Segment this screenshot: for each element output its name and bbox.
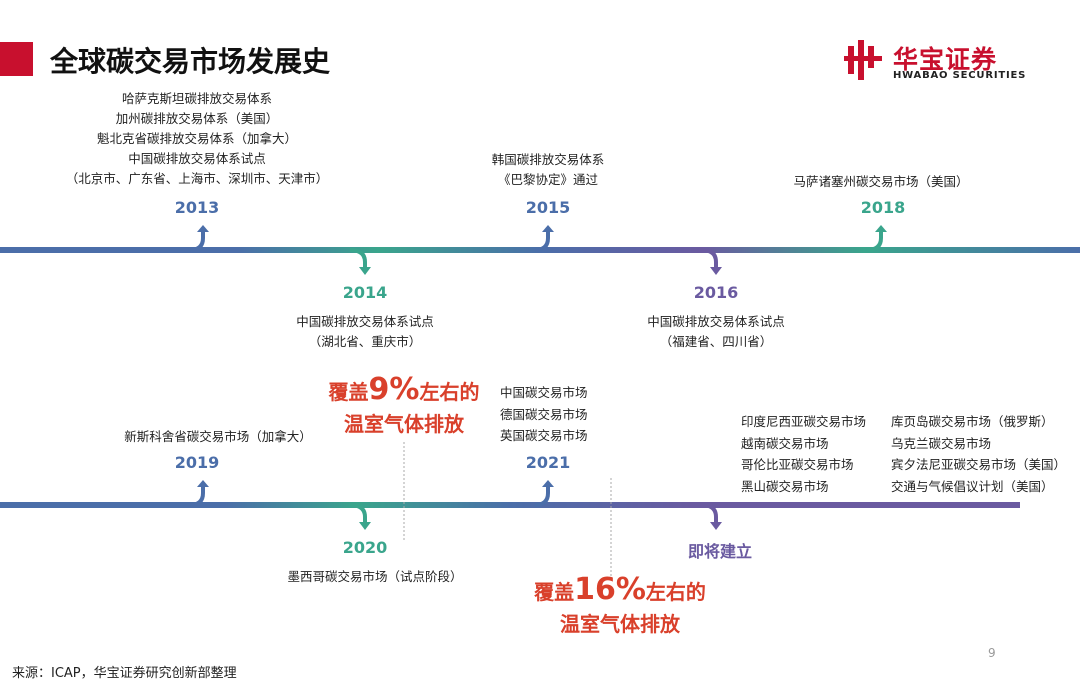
year-2018: 2018	[860, 198, 906, 217]
connector-arrow-2019	[197, 480, 209, 487]
connector-2021	[534, 485, 550, 507]
connector-arrow-2020	[359, 522, 371, 530]
title-accent-bar	[0, 42, 33, 76]
event-2015-text: 韩国碳排放交易体系 《巴黎协定》通过	[491, 152, 605, 187]
year-2021: 2021	[525, 453, 571, 472]
connector-arrow-upcoming	[710, 522, 722, 530]
year-2019: 2019	[174, 453, 220, 472]
year-2016: 2016	[693, 283, 739, 302]
connector-arrow-2015	[542, 225, 554, 232]
list-item: 乌克兰碳交易市场	[891, 435, 992, 451]
connector-2016	[701, 248, 718, 268]
coverage-16-percent: 覆盖16%左右的 温室气体排放	[534, 572, 706, 637]
logo-chinese-name: 华宝证券	[893, 45, 998, 74]
event-2020-text: 墨西哥碳交易市场（试点阶段）	[287, 569, 463, 584]
list-item: 交通与气候倡议计划（美国）	[891, 478, 1054, 494]
connector-2014	[349, 248, 367, 268]
list-item: 黑山碳交易市场	[741, 478, 829, 494]
year-2020: 2020	[342, 538, 388, 557]
event-2013-text: 哈萨克斯坦碳排放交易体系 加州碳排放交易体系（美国） 魁北克省碳排放交易体系（加…	[65, 91, 329, 186]
connector-arrow-2021	[542, 480, 554, 487]
event-2014-text: 中国碳排放交易体系试点 （湖北省、重庆市）	[296, 314, 434, 349]
upcoming-right-list: 库页岛碳交易市场（俄罗斯） 乌克兰碳交易市场 宾夕法尼亚碳交易市场（美国） 交通…	[891, 411, 1066, 497]
connector-arrow-2018	[875, 225, 887, 232]
page-number: 9	[988, 646, 996, 660]
list-item: 库页岛碳交易市场（俄罗斯）	[891, 414, 1054, 429]
coverage-9-percent: 覆盖9%左右的 温室气体排放	[328, 372, 480, 437]
connector-2015	[534, 230, 550, 252]
year-2014: 2014	[342, 283, 388, 302]
connector-2018	[866, 230, 883, 252]
list-item: 越南碳交易市场	[741, 435, 829, 451]
connector-2020	[349, 503, 367, 523]
year-2013: 2013	[174, 198, 220, 217]
connector-upcoming	[701, 503, 718, 523]
logo-english-name: HWABAO SECURITIES	[893, 70, 1027, 81]
event-2021-text: 中国碳交易市场 德国碳交易市场 英国碳交易市场	[500, 385, 588, 443]
page-title: 全球碳交易市场发展史	[50, 45, 331, 78]
list-item: 印度尼西亚碳交易市场	[741, 414, 867, 429]
list-item: 宾夕法尼亚碳交易市场（美国）	[891, 457, 1067, 472]
connector-2013	[189, 230, 205, 252]
connector-arrow-2014	[359, 267, 371, 275]
connector-2019	[189, 485, 205, 507]
event-2018-text: 马萨诸塞州碳交易市场（美国）	[793, 174, 969, 189]
connector-arrow-2016	[710, 267, 722, 275]
year-upcoming: 即将建立	[687, 542, 753, 561]
connector-arrow-2013	[197, 225, 209, 232]
hwabao-logo-icon	[844, 40, 882, 80]
upcoming-left-list: 印度尼西亚碳交易市场 越南碳交易市场 哥伦比亚碳交易市场 黑山碳交易市场	[741, 411, 866, 497]
event-2016-text: 中国碳排放交易体系试点 （福建省、四川省）	[647, 314, 785, 349]
source-note: 来源：ICAP，华宝证券研究创新部整理	[12, 666, 237, 681]
year-2015: 2015	[525, 198, 571, 217]
list-item: 哥伦比亚碳交易市场	[741, 457, 854, 472]
event-2019-text: 新斯科舍省碳交易市场（加拿大）	[124, 429, 312, 444]
timeline2-axis	[0, 502, 1020, 508]
